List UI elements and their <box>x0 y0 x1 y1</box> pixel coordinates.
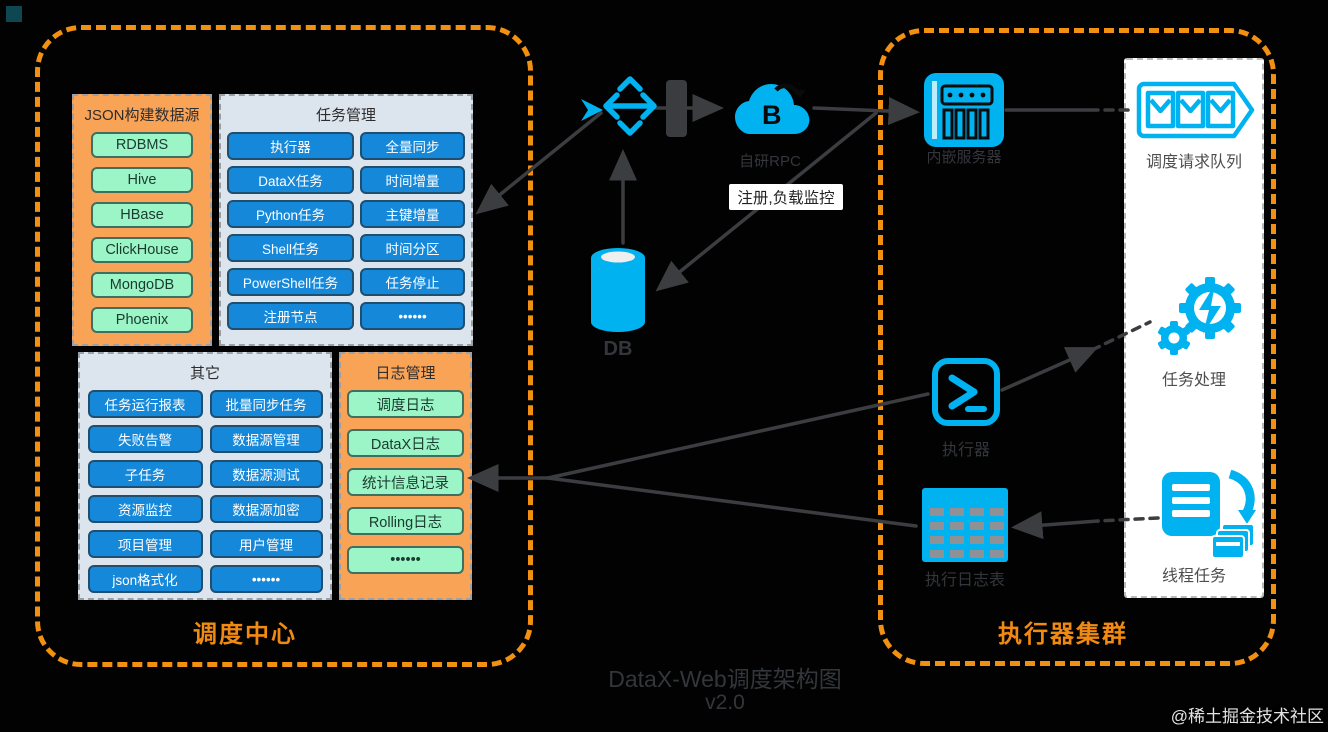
other-col2: 批量同步任务数据源管理数据源测试数据源加密用户管理 •••••• <box>209 390 323 593</box>
task-node: 执行器 <box>227 132 354 160</box>
route-arrows-icon <box>603 76 657 136</box>
task-process-icon <box>1158 277 1241 355</box>
task-node: 全量同步 <box>360 132 465 160</box>
task-node: DataX任务 <box>227 166 354 194</box>
task-mgmt-col2: 全量同步时间增量主键增量时间分区任务停止 •••••• <box>360 132 465 330</box>
datasource-node: MongoDB <box>91 272 193 298</box>
task-node: 主键增量 <box>360 200 465 228</box>
executor-label: 执行器 <box>941 442 990 459</box>
executor-box <box>878 28 1276 666</box>
panel-title: 日志管理 <box>375 365 436 382</box>
log-node: Rolling日志 <box>347 507 464 535</box>
task-process-label: 任务处理 <box>1161 372 1226 389</box>
feature-node: 任务运行报表 <box>87 390 203 418</box>
task-node: 任务停止 <box>360 268 465 296</box>
task-node: PowerShell任务 <box>227 268 354 296</box>
watermark: @稀土掘金技术社区 <box>1170 707 1324 726</box>
task-mgmt-panel: 任务管理 执行器 DataX任务 Python任务 Shell任务 PowerShell… <box>219 94 473 346</box>
task-node: 注册节点 <box>227 302 354 330</box>
svg-text:B: B <box>762 100 782 130</box>
scheduler-box-label: 调度中心 <box>193 621 297 648</box>
feature-node: 数据源加密 <box>209 495 323 523</box>
diagram-title: DataX-Web调度架构图 <box>608 666 842 692</box>
register-monitor-chip: 注册,负载监控 <box>729 184 843 210</box>
embedded-server-label: 内嵌服务器 <box>926 149 1002 166</box>
log-node: DataX日志 <box>347 429 464 457</box>
thread-task-icon <box>1162 469 1256 559</box>
feature-node: 资源监控 <box>87 495 203 523</box>
feature-node: json格式化 <box>87 565 203 593</box>
executor-box-label: 执行器集群 <box>998 621 1128 648</box>
schedule-queue-icon <box>1136 81 1255 139</box>
log-node: 调度日志 <box>347 390 464 418</box>
log-node: •••••• <box>347 546 464 574</box>
task-node: 时间增量 <box>360 166 465 194</box>
database-label: DB <box>603 338 633 360</box>
diagram-version: v2.0 <box>705 691 745 714</box>
task-mgmt-col1: 执行器 DataX任务 Python任务 Shell任务 PowerShell任务注册节… <box>227 132 354 330</box>
feature-node: 批量同步任务 <box>209 390 323 418</box>
datasource-node: Phoenix <box>91 307 193 333</box>
task-node: 时间分区 <box>360 234 465 262</box>
thread-task-label: 线程任务 <box>1161 568 1226 585</box>
feature-node: 子任务 <box>87 460 203 488</box>
datasource-node: RDBMS <box>91 132 193 158</box>
datasource-node: Hive <box>91 167 193 193</box>
log-node: 统计信息记录 <box>347 468 464 496</box>
scheduler-box <box>35 25 533 667</box>
task-node: Shell任务 <box>227 234 354 262</box>
feature-node: •••••• <box>209 565 323 593</box>
corner-square <box>6 6 22 22</box>
log-list: 调度日志 DataX日志统计信息记录 Rolling日志 •••••• <box>347 390 464 574</box>
log-table-icon <box>922 488 1008 562</box>
powershell-executor-icon <box>932 358 1000 426</box>
feature-node: 项目管理 <box>87 530 203 558</box>
datasource-node: HBase <box>91 202 193 228</box>
panel-title: 其它 <box>189 365 220 382</box>
other-col1: 任务运行报表失败告警子任务资源监控项目管理 json格式化 <box>87 390 203 593</box>
database-icon <box>591 248 645 332</box>
gateway-icon <box>666 80 687 137</box>
embedded-server-icon <box>924 73 1004 147</box>
datasource-node: ClickHouse <box>91 237 193 263</box>
rpc-cloud-label: 自研RPC <box>739 153 801 170</box>
other-panel: 其它 任务运行报表失败告警子任务资源监控项目管理 json格式化 批量同步任务数据… <box>78 352 332 600</box>
task-node: Python任务 <box>227 200 354 228</box>
panel-title: 任务管理 <box>315 107 376 124</box>
feature-node: 用户管理 <box>209 530 323 558</box>
panel-title: JSON构建数据源 <box>84 107 200 124</box>
task-node: •••••• <box>360 302 465 330</box>
feature-node: 数据源管理 <box>209 425 323 453</box>
log-mgmt-panel: 日志管理 调度日志 DataX日志统计信息记录 Rolling日志 •••••• <box>339 352 472 600</box>
rpc-cloud-icon: B <box>735 83 810 134</box>
log-table-label: 执行日志表 <box>924 572 1005 589</box>
register-monitor-text: 注册,负载监控 <box>737 190 835 207</box>
feature-node: 失败告警 <box>87 425 203 453</box>
schedule-queue-label: 调度请求队列 <box>1145 154 1242 171</box>
feature-node: 数据源测试 <box>209 460 323 488</box>
